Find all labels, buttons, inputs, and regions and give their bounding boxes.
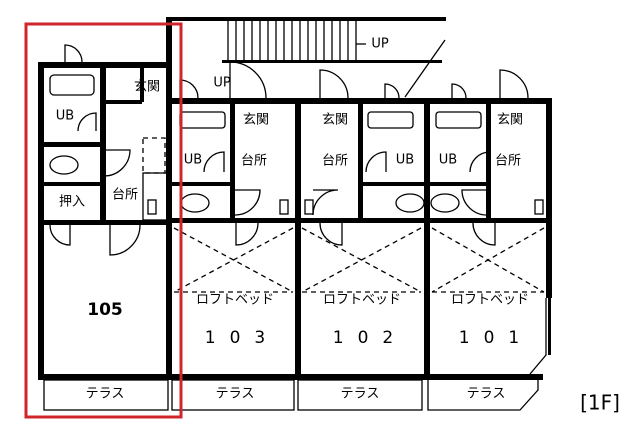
entrance-label: 玄関 — [243, 113, 269, 128]
terrace-label: テラス — [467, 387, 506, 402]
bath-label: UB — [184, 153, 202, 168]
loft-label: ロフトベッド — [451, 293, 529, 308]
entrance-label: 玄関 — [322, 113, 348, 128]
unit-number: 101 — [459, 328, 533, 348]
stairs-up-small-label: UP — [213, 76, 231, 91]
unit-103: 玄関 UB 台所 ロフトベッド 103 テラス — [184, 113, 279, 402]
kitchen-label: 台所 — [112, 188, 138, 203]
unit-102: 玄関 UB 台所 ロフトベッド 102 テラス — [322, 113, 414, 402]
unit-105: 玄関 UB 押入 台所 105 テラス — [56, 80, 160, 402]
bath-label: UB — [396, 153, 414, 168]
unit-number: 102 — [333, 328, 407, 348]
loft-label: ロフトベッド — [323, 293, 401, 308]
loft-outlines — [142, 137, 545, 293]
stairs-up-label: UP — [371, 37, 389, 52]
terrace-label: テラス — [86, 387, 125, 402]
unit-number: 103 — [205, 328, 279, 348]
bath-label: UB — [56, 109, 74, 124]
unit-101: 玄関 UB 台所 ロフトベッド 101 テラス — [439, 113, 533, 402]
loft-label: ロフトベッド — [196, 293, 274, 308]
closet-label: 押入 — [59, 195, 85, 210]
entrance-label: 玄関 — [497, 113, 523, 128]
entrance-label: 玄関 — [134, 80, 160, 95]
fixtures — [43, 44, 544, 411]
terrace-label: テラス — [216, 387, 255, 402]
unit-number: 105 — [87, 300, 123, 320]
terrace-label: テラス — [341, 387, 380, 402]
kitchen-label: 台所 — [322, 154, 348, 169]
kitchen-label: 台所 — [495, 154, 521, 169]
bath-label: UB — [439, 153, 457, 168]
floor-label: [1F] — [580, 391, 620, 415]
kitchen-label: 台所 — [241, 154, 267, 169]
staircase: UP UP — [166, 17, 446, 98]
unit-105-highlight — [24, 22, 183, 419]
walls — [38, 17, 552, 380]
